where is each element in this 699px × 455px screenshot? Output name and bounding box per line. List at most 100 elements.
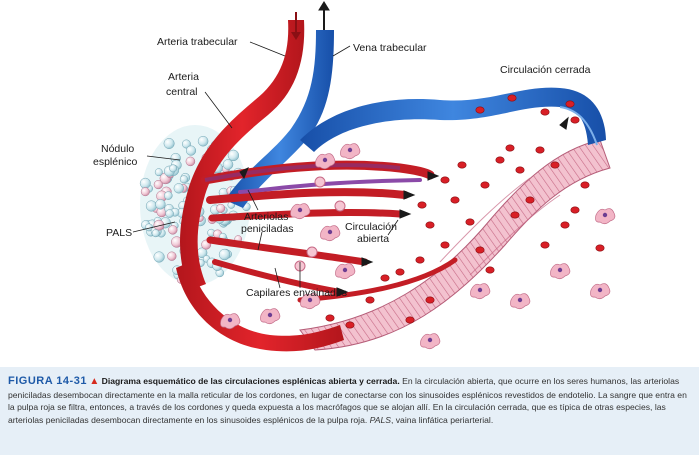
- lymphocyte-cell: [216, 203, 226, 213]
- red-blood-cell: [380, 274, 390, 282]
- leader-arteriolas-1: [247, 189, 259, 211]
- leader-arteria-trabecular: [249, 41, 286, 57]
- label-arteria-trabecular: Arteria trabecular: [157, 36, 238, 48]
- red-blood-cell: [405, 316, 415, 324]
- flow-arrows: [239, 1, 569, 297]
- red-blood-cell: [417, 201, 427, 209]
- red-blood-cell: [525, 196, 535, 204]
- central-artery: [176, 20, 344, 352]
- red-blood-cell: [440, 176, 450, 184]
- red-blood-cell: [570, 206, 580, 214]
- diagram-canvas: Arteria trabecular Vena trabecular Arter…: [93, 1, 616, 352]
- macrophage-cell: [220, 313, 241, 330]
- leader-abierta: [387, 219, 399, 236]
- macrophage-cell: [260, 308, 281, 325]
- artery-inflow-arrowhead: [291, 32, 301, 40]
- caption-body-2: , vaina linfática periarterial.: [390, 414, 494, 425]
- red-blood-cells: [325, 94, 605, 329]
- label-arteria-central-2: central: [166, 86, 198, 98]
- label-nodulo-1: Nódulo: [101, 143, 134, 155]
- red-blood-cell: [425, 296, 435, 304]
- flow-arrowhead-2: [403, 190, 416, 200]
- red-blood-cell: [565, 100, 575, 108]
- label-circulacion-abierta-2: abierta: [357, 233, 389, 245]
- lymphocyte-cell: [153, 219, 165, 231]
- red-blood-cell: [507, 94, 517, 102]
- lymphocyte-cell: [163, 138, 175, 149]
- flow-arrowhead-5: [336, 287, 349, 297]
- macrophages: [220, 143, 616, 350]
- label-circulacion-cerrada: Circulación cerrada: [500, 64, 591, 76]
- red-blood-cell: [540, 108, 550, 116]
- leader-lines: [132, 41, 399, 289]
- red-blood-cell: [425, 221, 435, 229]
- red-blood-cell: [540, 241, 550, 249]
- lymphocyte-cell: [139, 177, 151, 189]
- flow-arrowhead-4: [361, 257, 374, 267]
- diagram-labels: Arteria trabecular Vena trabecular Arter…: [93, 36, 591, 299]
- label-circulacion-abierta-1: Circulación: [345, 221, 397, 233]
- lymphocyte-cell: [197, 135, 209, 147]
- caption-abbr: PALS: [369, 414, 391, 425]
- lymphocyte-cell: [169, 164, 178, 173]
- lymphocyte-cell: [227, 149, 240, 162]
- label-capilares-envainados: Capilares envainados: [246, 287, 347, 299]
- macrophage-cell: [290, 203, 311, 220]
- lymphocyte-cell: [173, 183, 184, 194]
- label-arteriolas-1: Arteriolas: [244, 211, 288, 223]
- triangle-marker-icon: ▲: [89, 376, 100, 387]
- macrophage-cell: [420, 333, 441, 350]
- lymphocyte-cell: [167, 251, 177, 261]
- red-blood-cell: [515, 166, 525, 174]
- red-blood-cell: [480, 181, 490, 189]
- flow-arrowhead-3: [399, 209, 412, 219]
- lymphocyte-cell: [154, 168, 163, 177]
- red-blood-cell: [395, 268, 405, 276]
- macrophage-cell: [335, 263, 356, 280]
- red-blood-cell: [440, 241, 450, 249]
- red-blood-cell: [495, 156, 505, 164]
- red-blood-cell: [345, 321, 355, 329]
- lymphocyte-cell: [140, 187, 150, 197]
- lymphocyte-cell: [168, 225, 178, 235]
- lymphocyte-cell: [165, 209, 174, 218]
- red-blood-cell: [550, 161, 560, 169]
- red-blood-cell: [475, 106, 485, 114]
- red-blood-cell: [465, 218, 475, 226]
- lymphocyte-cell: [153, 180, 163, 190]
- red-blood-cell: [595, 244, 605, 252]
- lymphocyte-cell: [155, 199, 166, 210]
- macrophage-cell: [510, 293, 531, 310]
- red-blood-cell: [505, 144, 515, 152]
- red-blood-cell: [580, 181, 590, 189]
- lymphocyte-cell: [145, 200, 157, 212]
- caption-band: [0, 367, 699, 455]
- macrophage-cell: [470, 283, 491, 300]
- macrophage-cell: [595, 208, 616, 225]
- lymphocyte-cell: [151, 229, 160, 238]
- red-blood-cell: [325, 314, 335, 322]
- trabecular-vein: [225, 30, 606, 208]
- red-blood-cell: [450, 196, 460, 204]
- flow-arrowhead-7: [239, 166, 249, 180]
- caption-title: Diagrama esquemático de las circulacione…: [101, 376, 400, 386]
- leader-arteria-central: [204, 91, 233, 129]
- figure-number: FIGURA 14-31: [8, 375, 87, 387]
- leader-nodulo: [146, 155, 181, 161]
- macrophage-cell: [550, 263, 571, 280]
- red-blood-cell: [457, 161, 467, 169]
- red-blood-cell: [475, 246, 485, 254]
- macrophage-cell: [340, 143, 361, 160]
- vein-outflow-arrowhead: [318, 1, 330, 11]
- macrophage-cell: [320, 225, 341, 242]
- leader-capilares-2: [274, 267, 281, 289]
- red-blood-cell: [535, 146, 545, 154]
- red-blood-cell: [510, 211, 520, 219]
- lymphocyte-cell: [164, 191, 173, 200]
- label-arteria-central-1: Arteria: [168, 71, 199, 83]
- red-blood-cell: [560, 221, 570, 229]
- label-nodulo-2: esplénico: [93, 156, 138, 168]
- flow-arrowhead-1: [427, 171, 440, 181]
- leader-pals: [132, 221, 176, 233]
